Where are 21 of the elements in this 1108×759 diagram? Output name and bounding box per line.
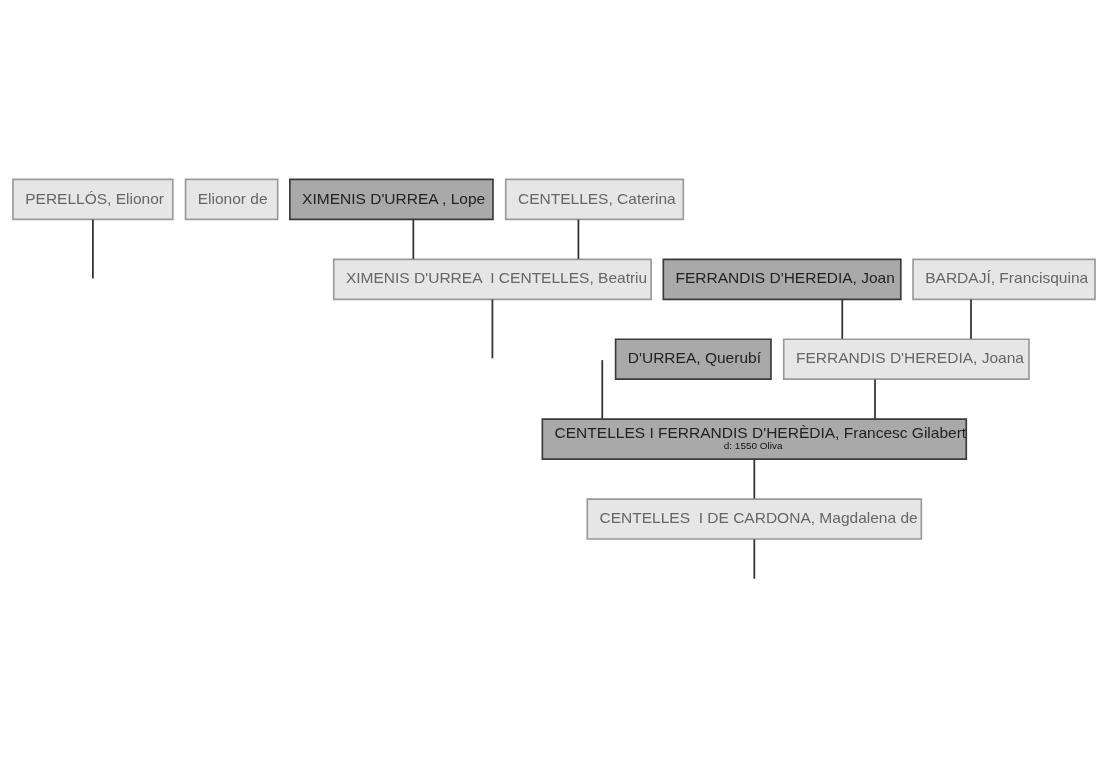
- node-box: CENTELLES I DE CARDONA, Magdalena de: [586, 497, 923, 540]
- connector: [412, 218, 415, 260]
- connector: [753, 457, 756, 499]
- connector: [753, 537, 756, 580]
- connector: [577, 218, 580, 260]
- node-box: BARDAJÍ, Francisquina: [912, 258, 1096, 300]
- node-box: Elionor de: [184, 178, 279, 220]
- node-box: CENTELLES, Caterina: [504, 178, 685, 220]
- node-box: PERELLÓS, Elionor: [12, 178, 174, 220]
- node-box: FERRANDIS D'HEREDIA, Joana: [782, 337, 1030, 380]
- node-box: D'URREA, Querubí: [614, 337, 772, 380]
- connector: [874, 378, 876, 420]
- node-box: XIMENIS D'URREA , Lope: [289, 178, 494, 220]
- connector: [92, 218, 94, 279]
- connector: [491, 298, 494, 359]
- connector: [841, 298, 844, 340]
- node-box: XIMENIS D'URREA I CENTELLES, Beatriu: [332, 258, 652, 300]
- connector: [601, 358, 604, 420]
- connector: [970, 298, 972, 340]
- node-box: CENTELLES I FERRANDIS D'HERÈDIA, Francesc Gilabert d: 1550 Oliva: [541, 417, 968, 460]
- node-box: FERRANDIS D'HEREDIA, Joan: [662, 258, 902, 300]
